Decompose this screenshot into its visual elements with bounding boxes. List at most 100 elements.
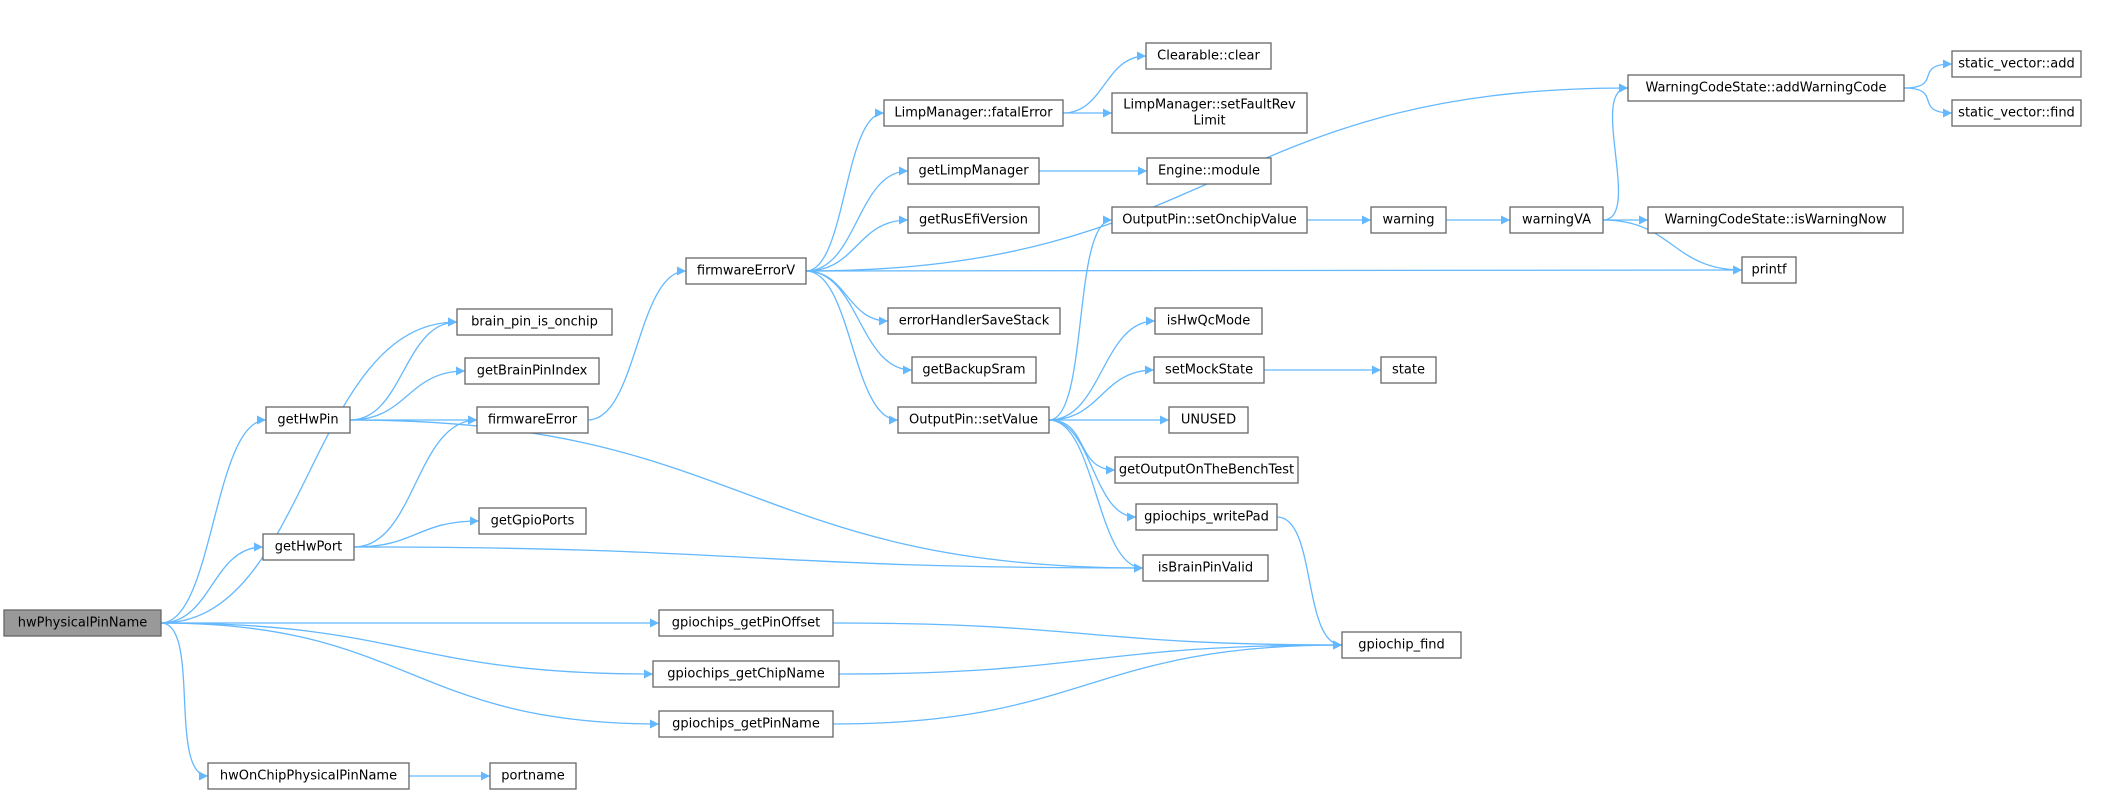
node-setMockState[interactable]: setMockState xyxy=(1153,356,1265,384)
edge-hwPhysicalPinName-to-hwOnChipPhysicalPinName xyxy=(160,622,209,781)
edge-firmwareErrorV-to-LimpManager_fatalError xyxy=(805,108,885,272)
node-box xyxy=(907,206,1040,234)
node-hwPhysicalPinName[interactable]: hwPhysicalPinName xyxy=(3,609,162,637)
edge-firmwareErrorV-to-getRusEfiVersion xyxy=(805,215,909,272)
node-gpiochips_getChipName[interactable]: gpiochips_getChipName xyxy=(652,660,840,688)
edge-OutputPin_setValue-to-isBrainPinValid xyxy=(1048,419,1144,573)
node-WarningCodeState_isWarningNow[interactable]: WarningCodeState::isWarningNow xyxy=(1647,206,1904,234)
node-WarningCodeState_addWarningCode[interactable]: WarningCodeState::addWarningCode xyxy=(1627,74,1905,102)
edge-OutputPin_setValue-to-OutputPin_setOnchipValue xyxy=(1048,215,1113,421)
node-Engine_module[interactable]: Engine::module xyxy=(1146,157,1272,185)
node-brain_pin_is_onchip[interactable]: brain_pin_is_onchip xyxy=(456,308,613,336)
edge-OutputPin_setValue-to-isHwQcMode xyxy=(1048,316,1156,421)
edge-getHwPin-to-isBrainPinValid xyxy=(349,419,1144,573)
edge-OutputPin_setValue-to-setMockState xyxy=(1048,365,1155,421)
node-static_vector_find[interactable]: static_vector::find xyxy=(1951,99,2082,127)
node-box xyxy=(265,406,351,434)
node-UNUSED[interactable]: UNUSED xyxy=(1168,406,1249,434)
node-firmwareError[interactable]: firmwareError xyxy=(476,406,589,434)
node-label: firmwareErrorV xyxy=(697,264,795,279)
node-box xyxy=(887,307,1061,335)
node-gpiochips_getPinOffset[interactable]: gpiochips_getPinOffset xyxy=(658,609,834,637)
node-box xyxy=(1370,206,1447,234)
node-Clearable_clear[interactable]: Clearable::clear xyxy=(1145,42,1272,70)
node-label: isBrainPinValid xyxy=(1158,561,1253,576)
node-isBrainPinValid[interactable]: isBrainPinValid xyxy=(1142,554,1269,582)
edge-firmwareErrorV-to-OutputPin_setValue xyxy=(805,270,899,425)
node-warningVA[interactable]: warningVA xyxy=(1509,206,1604,234)
node-getBackupSram[interactable]: getBackupSram xyxy=(911,356,1037,384)
edge-getHwPin-to-getBrainPinIndex xyxy=(349,366,466,421)
node-box xyxy=(262,533,355,561)
edge-getHwPort-to-firmwareError xyxy=(353,415,478,548)
node-getBrainPinIndex[interactable]: getBrainPinIndex xyxy=(464,357,600,385)
edge-OutputPin_setValue-to-gpiochips_writePad xyxy=(1048,419,1137,522)
node-box xyxy=(3,609,162,637)
node-LimpManager_fatalError[interactable]: LimpManager::fatalError xyxy=(883,99,1064,127)
node-OutputPin_setValue[interactable]: OutputPin::setValue xyxy=(897,406,1050,434)
node-getHwPin[interactable]: getHwPin xyxy=(265,406,351,434)
edge-warningVA-to-WarningCodeState_addWarningCode xyxy=(1602,83,1629,221)
node-box xyxy=(1153,356,1265,384)
edges-layer xyxy=(160,51,1953,781)
edge-firmwareErrorV-to-errorHandlerSaveStack xyxy=(805,270,889,326)
node-label: gpiochips_writePad xyxy=(1144,510,1269,525)
edge-gpiochips_getPinOffset-to-gpiochip_find xyxy=(832,622,1343,650)
edge-hwPhysicalPinName-to-brain_pin_is_onchip xyxy=(160,317,458,624)
node-label: errorHandlerSaveStack xyxy=(899,314,1050,329)
edge-WarningCodeState_addWarningCode-to-static_vector_find xyxy=(1903,87,1953,118)
edge-hwPhysicalPinName-to-gpiochips_getPinName xyxy=(160,622,660,729)
node-label: LimpManager::fatalError xyxy=(894,106,1053,121)
node-hwOnChipPhysicalPinName[interactable]: hwOnChipPhysicalPinName xyxy=(207,762,410,790)
node-getRusEfiVersion[interactable]: getRusEfiVersion xyxy=(907,206,1040,234)
node-box xyxy=(1154,307,1263,335)
node-box xyxy=(1111,92,1308,134)
node-label: setMockState xyxy=(1165,363,1253,378)
node-box xyxy=(658,609,834,637)
edge-hwPhysicalPinName-to-getHwPort xyxy=(160,542,264,624)
node-gpiochips_getPinName[interactable]: gpiochips_getPinName xyxy=(658,710,834,738)
node-box xyxy=(685,257,807,285)
node-box xyxy=(1627,74,1905,102)
node-OutputPin_setOnchipValue[interactable]: OutputPin::setOnchipValue xyxy=(1111,206,1308,234)
node-portname[interactable]: portname xyxy=(489,762,577,790)
node-errorHandlerSaveStack[interactable]: errorHandlerSaveStack xyxy=(887,307,1061,335)
node-box xyxy=(652,660,840,688)
node-label: OutputPin::setValue xyxy=(909,413,1038,428)
node-warning[interactable]: warning xyxy=(1370,206,1447,234)
node-label: Engine::module xyxy=(1158,164,1260,179)
edge-LimpManager_fatalError-to-Clearable_clear xyxy=(1062,51,1147,114)
node-label: hwPhysicalPinName xyxy=(18,616,148,631)
nodes-layer: hwPhysicalPinName getHwPin getHwPort hwOnCh… xyxy=(3,42,2082,790)
node-label: Limit xyxy=(1193,114,1225,129)
node-box xyxy=(1142,554,1269,582)
node-label: OutputPin::setOnchipValue xyxy=(1122,213,1297,228)
edge-firmwareError-to-firmwareErrorV xyxy=(587,266,687,421)
node-label: gpiochips_getPinOffset xyxy=(672,616,820,631)
node-label: gpiochip_find xyxy=(1358,638,1445,653)
node-gpiochips_writePad[interactable]: gpiochips_writePad xyxy=(1135,503,1278,531)
node-box xyxy=(207,762,410,790)
node-gpiochip_find[interactable]: gpiochip_find xyxy=(1341,631,1462,659)
node-label: getRusEfiVersion xyxy=(919,213,1028,228)
node-printf[interactable]: printf xyxy=(1741,256,1797,284)
node-isHwQcMode[interactable]: isHwQcMode xyxy=(1154,307,1263,335)
node-getLimpManager[interactable]: getLimpManager xyxy=(907,157,1040,185)
node-state[interactable]: state xyxy=(1380,356,1437,384)
node-box xyxy=(456,308,613,336)
node-static_vector_add[interactable]: static_vector::add xyxy=(1951,50,2082,78)
node-label: hwOnChipPhysicalPinName xyxy=(220,769,397,784)
node-box xyxy=(883,99,1064,127)
node-getGpioPorts[interactable]: getGpioPorts xyxy=(478,507,587,535)
node-getHwPort[interactable]: getHwPort xyxy=(262,533,355,561)
node-getOutputOnTheBenchTest[interactable]: getOutputOnTheBenchTest xyxy=(1114,456,1299,484)
edge-firmwareErrorV-to-getBackupSram xyxy=(805,270,913,375)
node-label: getBackupSram xyxy=(922,363,1025,378)
node-label: getGpioPorts xyxy=(491,514,575,529)
edge-getHwPort-to-isBrainPinValid xyxy=(353,546,1144,573)
node-label: state xyxy=(1392,363,1425,378)
edge-hwPhysicalPinName-to-gpiochips_getChipName xyxy=(160,622,654,679)
node-firmwareErrorV[interactable]: firmwareErrorV xyxy=(685,257,807,285)
